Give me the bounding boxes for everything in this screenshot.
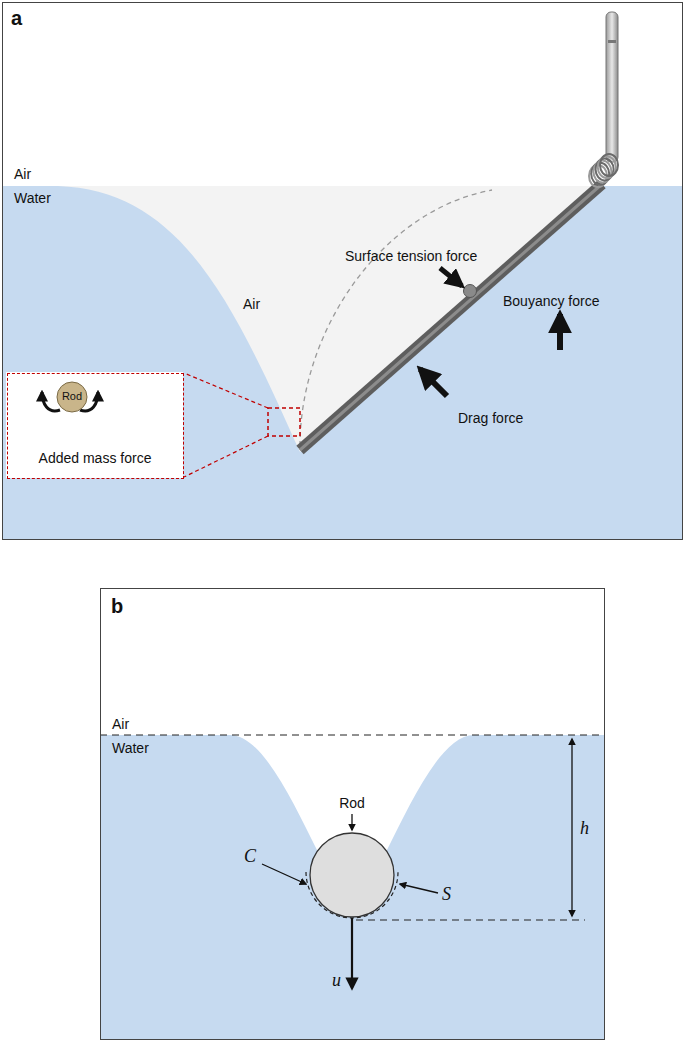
rod-pointer [351,814,352,830]
cavity-outline-dashed [300,190,492,446]
coil-turn [600,154,618,176]
zoom-region [268,408,300,436]
force-label: Added mass force [39,450,152,466]
rod [300,184,602,450]
curve-label: C [244,846,256,866]
medium-label: Water [112,740,149,756]
rod-circle-shape [57,382,87,412]
rod-cross-section [310,833,394,917]
inset-ground [6,372,183,478]
surface-tension-arrow [440,268,462,286]
rod-highlight [300,184,602,450]
zoom-leader [184,436,268,477]
drag-arrow [420,369,447,396]
velocity-label: u [332,970,341,990]
control-surface [306,872,398,918]
medium-label: Air [14,166,31,182]
rod-label: Rod [62,390,82,403]
medium-label: Air [243,296,260,312]
force-label: Drag force [458,410,523,426]
water-region [100,735,605,1040]
free-surface [100,735,605,736]
surface-label: S [442,884,451,904]
handle-ring [608,40,616,43]
s-pointer [400,884,438,893]
buoyancy-arrow [557,314,563,350]
panel-letter: b [111,595,123,618]
force-label: Surface tension force [345,248,477,264]
medium-label: Air [112,716,129,732]
water-region [2,186,683,540]
spring-coil [589,154,618,187]
depth-reference [356,920,585,921]
dimension-label: h [580,818,589,838]
contact-point [464,285,477,298]
c-pointer [262,864,306,884]
velocity-arrow [351,918,353,988]
zoom-leader [184,373,268,408]
panel-b: b [100,588,605,1040]
panel-a: aAdded mass force Rod [2,2,683,540]
inset-box: Added mass force Rod [7,373,184,479]
rod-label: Rod [339,795,365,811]
force-label: Bouyancy force [503,293,600,309]
rod-circle: Rod [56,381,88,413]
panel-letter: a [11,7,22,30]
depth-dimension [571,739,572,916]
handle-tube [606,12,618,162]
medium-label: Water [14,190,51,206]
